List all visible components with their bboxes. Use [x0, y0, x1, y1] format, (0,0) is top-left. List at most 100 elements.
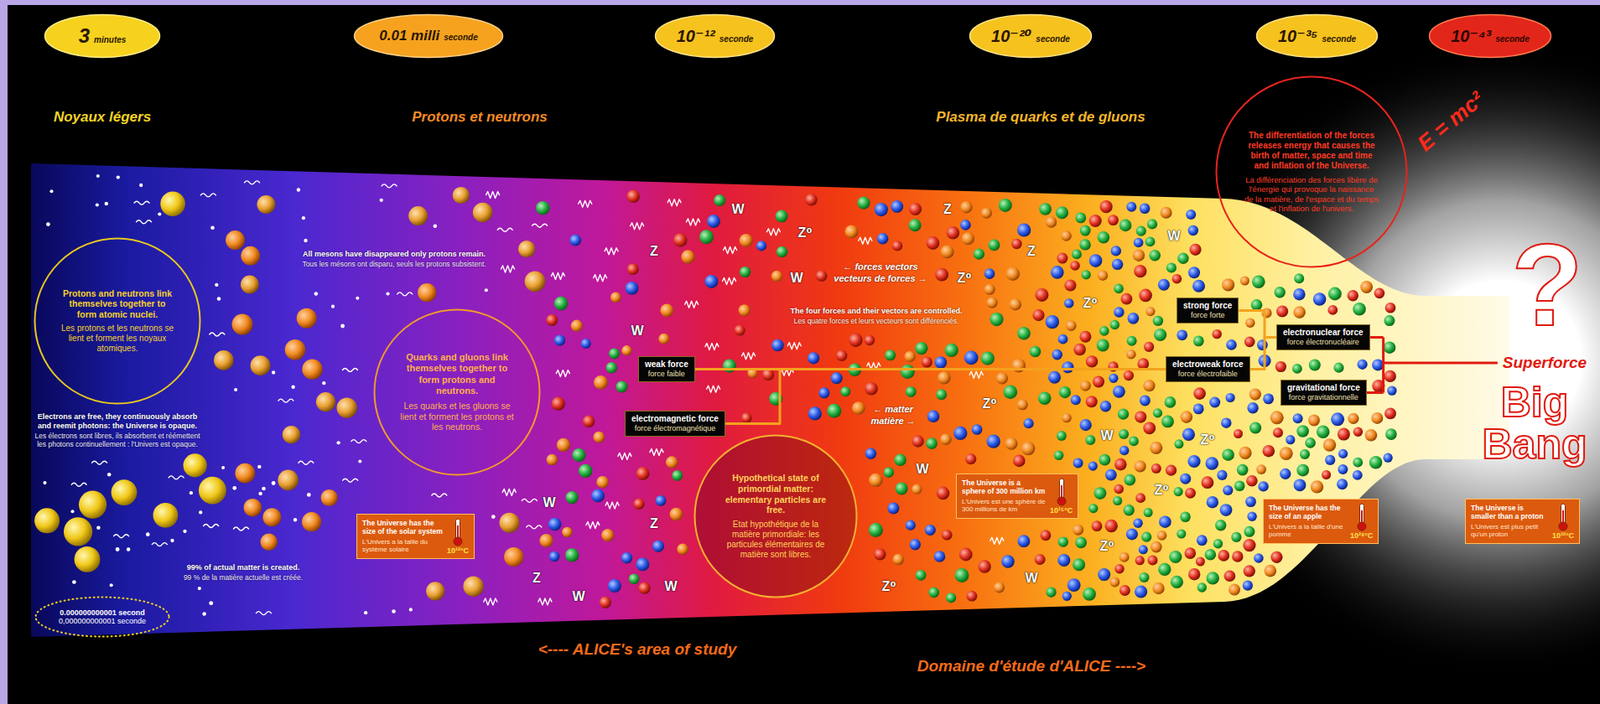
particle-sphere: [1221, 278, 1235, 291]
particle-sphere: [638, 582, 651, 595]
particle-sphere: [1081, 270, 1091, 280]
particle-sphere: [1220, 503, 1233, 517]
photon-wave: [92, 461, 108, 465]
particle-sphere: [593, 431, 606, 444]
particle-sphere: [1274, 286, 1286, 298]
particle-sphere: [926, 236, 941, 250]
particle-sphere: [1371, 358, 1384, 371]
particle-sphere: [1270, 410, 1284, 425]
gluon-spring: [685, 301, 699, 308]
electron-dot: [233, 388, 238, 392]
particle-sphere: [153, 503, 179, 529]
particle-sphere: [1088, 503, 1098, 514]
force-link: [1250, 337, 1278, 369]
electron-dot: [257, 465, 261, 469]
particle-sphere: [868, 473, 883, 488]
electron-dot: [314, 291, 319, 297]
particle-sphere: [1119, 552, 1130, 563]
particle-sphere: [1240, 276, 1250, 286]
particle-sphere: [1127, 336, 1138, 347]
particle-sphere: [1201, 476, 1215, 489]
particle-sphere: [1313, 292, 1327, 307]
electron-dot: [182, 529, 187, 534]
electron-dot: [104, 202, 109, 206]
particle-sphere: [225, 230, 245, 250]
particle-sphere: [1113, 284, 1124, 295]
particle-sphere: [1209, 397, 1221, 409]
circle-shape: [1215, 75, 1408, 269]
big-bang-glow: [1165, 33, 1600, 704]
particle-sphere: [1309, 359, 1321, 372]
oval-outline: [36, 597, 170, 638]
question-mark: ?: [1511, 226, 1584, 344]
particle-sphere: [936, 487, 951, 501]
particle-sphere: [1056, 253, 1068, 265]
particle-symbol: W: [1167, 228, 1180, 245]
particle-sphere: [1135, 555, 1145, 566]
photon-wave: [233, 527, 250, 531]
particle-sphere: [1374, 288, 1386, 300]
particle-symbol: Z: [1027, 243, 1036, 260]
particle-sphere: [616, 381, 629, 394]
force-name: electronuclear force: [1283, 327, 1364, 338]
particle-sphere: [895, 482, 909, 495]
photon-wave: [209, 332, 225, 337]
particle-sphere: [1166, 262, 1177, 273]
particle-sphere: [868, 523, 884, 538]
particle-sphere: [1058, 536, 1069, 547]
particle-sphere: [984, 284, 996, 296]
particle-sphere: [1337, 464, 1348, 475]
particle-sphere: [1357, 359, 1368, 370]
gluon-spring: [686, 218, 701, 226]
particle-sphere: [1088, 462, 1098, 472]
photon-wave: [532, 223, 548, 228]
text-group: 10⁻²⁰seconde: [991, 25, 1071, 47]
particle-sphere: [1293, 306, 1306, 319]
particle-sphere: [1132, 249, 1145, 262]
particle-sphere: [1091, 520, 1103, 532]
thermometer: [1558, 503, 1569, 532]
particle-sphere: [1213, 539, 1223, 549]
particle-sphere: [1143, 342, 1154, 353]
particle-sphere: [935, 356, 948, 369]
text-group: Hypothetical state of primordial matter:…: [718, 472, 834, 560]
particle-sphere: [554, 335, 566, 347]
particle-sphere: [670, 508, 684, 522]
particle-sphere: [1056, 431, 1067, 442]
particle-sphere: [417, 283, 437, 302]
force-name-fr: force électromagnétique: [631, 424, 719, 434]
photon-wave: [244, 181, 260, 185]
particle-sphere: [984, 268, 996, 280]
particle-sphere: [1151, 463, 1162, 474]
particle-sphere: [1187, 455, 1200, 468]
particle-sphere: [893, 554, 904, 566]
particle-symbol: Z⁰: [798, 224, 813, 241]
particle-sphere: [1094, 487, 1107, 500]
electron-dot: [258, 492, 262, 496]
oval-subtext: seconde: [719, 34, 754, 44]
particle-sphere: [1107, 214, 1119, 226]
particle-sphere: [713, 194, 726, 207]
particle-sphere: [1018, 535, 1031, 548]
particle-sphere: [1119, 219, 1133, 233]
particle-sphere: [1246, 512, 1257, 522]
particle-sphere: [1050, 265, 1065, 280]
electron-dot: [301, 216, 306, 220]
particle-sphere: [1347, 290, 1359, 302]
photon-wave: [168, 476, 184, 480]
oval-subtext: seconde: [1035, 34, 1071, 44]
particle-sphere: [1323, 438, 1336, 452]
particle-sphere: [1192, 280, 1206, 293]
particle-sphere: [1304, 437, 1316, 449]
particle-sphere: [911, 484, 922, 495]
particle-sphere: [556, 438, 571, 452]
gluon-spring: [766, 228, 780, 236]
particle-sphere: [680, 249, 695, 264]
particle-sphere: [1285, 435, 1295, 445]
temperature-box: The Universe has the size of the solar s…: [356, 514, 475, 560]
particle-sphere: [1109, 577, 1120, 588]
particle-sphere: [1257, 339, 1268, 351]
electron-dot: [331, 305, 335, 309]
gluon-spring: [578, 200, 593, 208]
